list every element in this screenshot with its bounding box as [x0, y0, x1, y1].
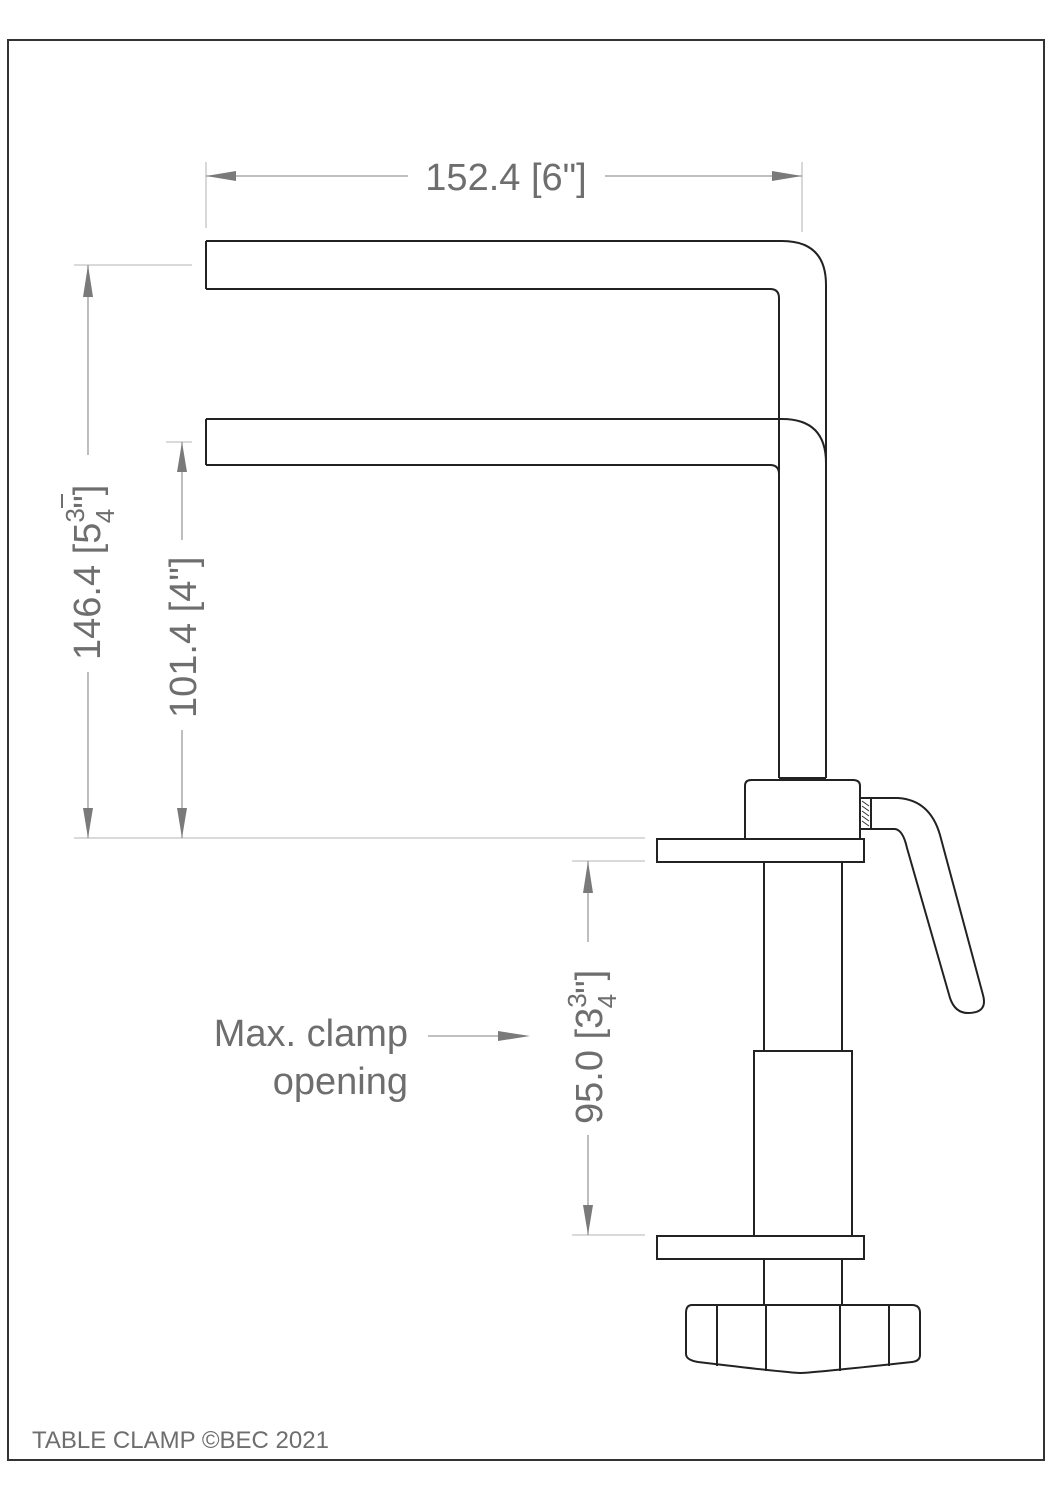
opening-frac-den: 4: [592, 994, 622, 1008]
max-clamp-line2: opening: [273, 1061, 408, 1103]
thread-lines: [861, 800, 870, 827]
drawing-border: [7, 39, 1045, 1461]
opening-main: 95.0 [3: [569, 1008, 611, 1124]
max-clamp-line1: Max. clamp: [214, 1013, 408, 1055]
upper-height-frac-num: 3: [60, 508, 90, 522]
upper-shaft: [763, 861, 843, 1052]
dimension-clamp-opening: 95.0 [334"]: [562, 861, 622, 1235]
dimension-upper-height: 146.4 [534"]: [60, 265, 120, 838]
title-block: TABLE CLAMP ©BEC 2021: [32, 1427, 329, 1454]
top-plate: [656, 838, 865, 863]
opening-end: "]: [569, 970, 611, 994]
hub-block: [744, 779, 861, 840]
upper-arm-inner: [206, 288, 780, 778]
upper-height-end: "]: [67, 485, 109, 509]
lever-handle: [870, 797, 985, 1015]
dimension-lower-height: 101.4 [4"]: [163, 442, 205, 838]
upper-height-label: 146.4 [534"]: [60, 485, 120, 660]
bottom-plate: [656, 1235, 865, 1260]
arrow-icon: [498, 1031, 530, 1041]
upper-height-main: 146.4 [5: [67, 523, 109, 660]
lower-arm-inner: [206, 464, 780, 475]
opening-label: 95.0 [334"]: [562, 970, 622, 1124]
upper-arm: [206, 240, 827, 778]
upper-height-frac-den: 4: [90, 509, 120, 523]
lower-height-label: 101.4 [4"]: [163, 557, 205, 718]
screw-shaft: [763, 1258, 843, 1306]
dimension-width: 152.4 [6"]: [205, 157, 803, 232]
lower-arm: [206, 418, 827, 464]
max-clamp-annotation: Max. clamp opening: [214, 1013, 530, 1103]
knob: [685, 1304, 921, 1375]
lower-sleeve: [753, 1050, 853, 1237]
opening-frac-num: 3: [562, 993, 592, 1007]
width-dimension-label: 152.4 [6"]: [425, 157, 586, 199]
clamp-part: [205, 240, 985, 1375]
